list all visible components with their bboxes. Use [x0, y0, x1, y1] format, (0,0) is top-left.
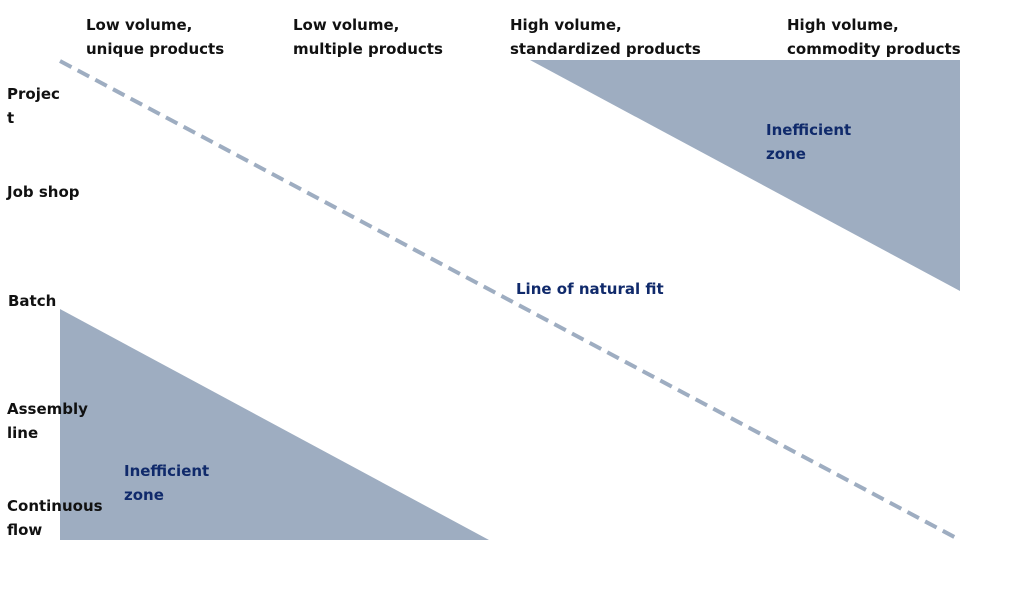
line-of-natural-fit-label: Line of natural fit [516, 280, 664, 298]
row-label-project: Projec t [7, 85, 60, 127]
column-header-high-volume-standardized: High volume, standardized products [510, 16, 701, 58]
column-header-high-volume-commodity: High volume, commodity products [787, 16, 961, 58]
lower-zone-label: Inefficient zone [124, 462, 210, 504]
row-label-continuous-flow: Continuous flow [7, 497, 103, 539]
row-label-job-shop: Job shop [7, 183, 80, 201]
upper-zone-label: Inefficient zone [766, 121, 852, 163]
column-header-low-volume-unique: Low volume, unique products [86, 16, 225, 58]
column-header-low-volume-multiple: Low volume, multiple products [293, 16, 443, 58]
upper-inefficient-zone [530, 60, 960, 291]
line-of-natural-fit [59, 59, 961, 542]
row-label-assembly-line: Assembly line [7, 400, 88, 442]
row-label-batch: Batch [8, 292, 57, 310]
lower-inefficient-zone [60, 309, 489, 540]
